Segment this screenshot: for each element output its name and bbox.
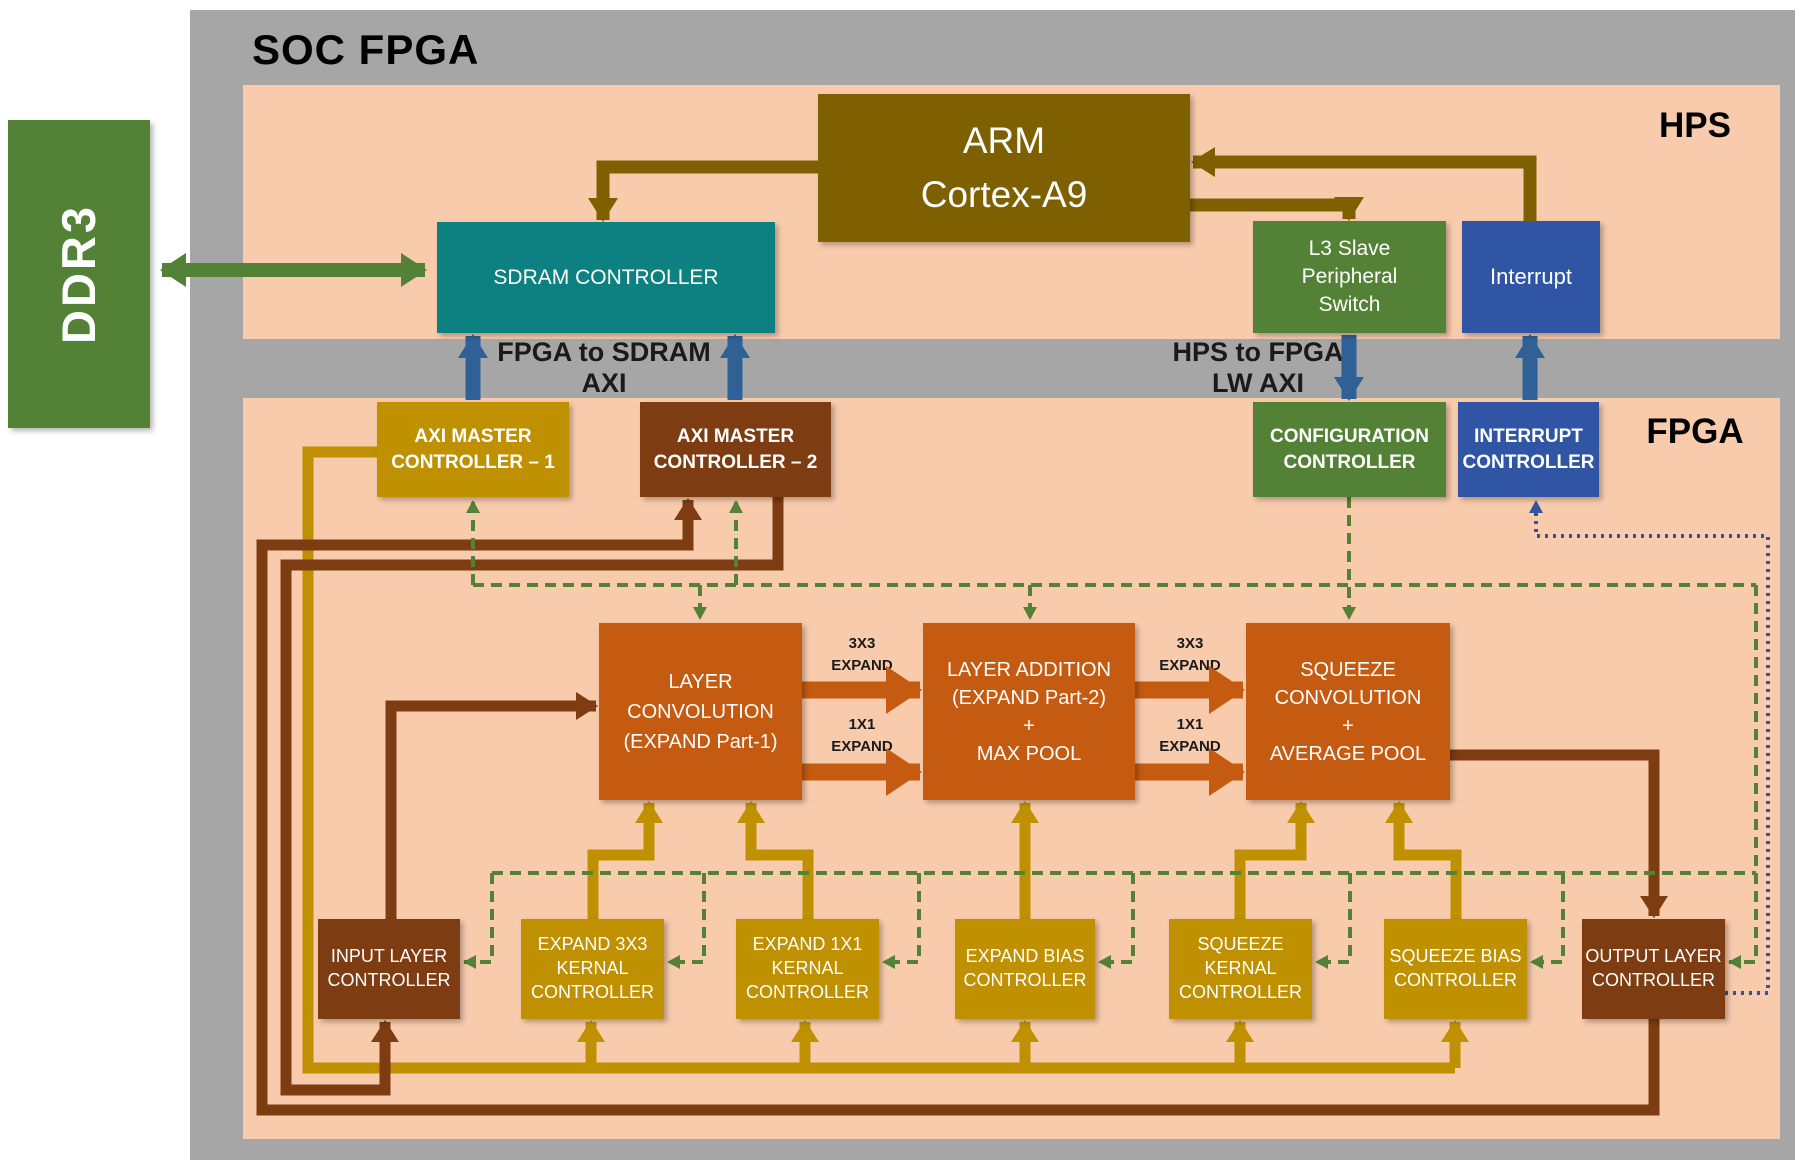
squeeze-bias-controller-box: SQUEEZE BIAS CONTROLLER xyxy=(1384,919,1527,1019)
layer-addition-maxpool-box: LAYER ADDITION (EXPAND Part-2) + MAX POO… xyxy=(923,623,1135,800)
fpga-to-sdram-axi-label: FPGA to SDRAM AXI xyxy=(497,337,711,398)
expand-3x3-label-1: 3X3 EXPAND xyxy=(831,635,893,674)
l3-slave-peripheral-switch-box: L3 Slave Peripheral Switch xyxy=(1253,221,1446,333)
squeeze-kernal-controller-box: SQUEEZE KERNAL CONTROLLER xyxy=(1169,919,1312,1019)
hps-interrupt-box: Interrupt xyxy=(1462,221,1600,333)
expand-3x3-kernal-controller-box: EXPAND 3X3 KERNAL CONTROLLER xyxy=(521,919,664,1019)
squeeze-convolution-avgpool-box: SQUEEZE CONVOLUTION + AVERAGE POOL xyxy=(1246,623,1450,800)
expand-bias-controller-box: EXPAND BIAS CONTROLLER xyxy=(955,919,1095,1019)
expand-3x3-label-2: 3X3 EXPAND xyxy=(1159,635,1221,674)
layer-convolution-box: LAYER CONVOLUTION (EXPAND Part-1) xyxy=(599,623,802,800)
axi-master-controller-2-box: AXI MASTER CONTROLLER – 2 xyxy=(640,402,831,497)
interrupt-controller-box: INTERRUPT CONTROLLER xyxy=(1458,402,1599,497)
sdram-controller-box: SDRAM CONTROLLER xyxy=(437,222,775,333)
hps-zone-label: HPS xyxy=(1659,106,1731,145)
expand-1x1-kernal-controller-box: EXPAND 1X1 KERNAL CONTROLLER xyxy=(736,919,879,1019)
expand-1x1-label-1: 1X1 EXPAND xyxy=(831,716,893,755)
hps-to-fpga-lw-axi-label: HPS to FPGA LW AXI xyxy=(1172,337,1344,398)
ddr3-box: DDR3 xyxy=(8,120,150,428)
ddr3-label: DDR3 xyxy=(51,204,105,344)
fpga-zone-label: FPGA xyxy=(1646,412,1744,451)
arm-cortex-a9-box: ARM Cortex-A9 xyxy=(818,94,1190,242)
configuration-controller-box: CONFIGURATION CONTROLLER xyxy=(1253,402,1446,497)
output-layer-controller-box: OUTPUT LAYER CONTROLLER xyxy=(1582,919,1725,1019)
expand-1x1-label-2: 1X1 EXPAND xyxy=(1159,716,1221,755)
input-layer-controller-box: INPUT LAYER CONTROLLER xyxy=(318,919,460,1019)
page-title: SOC FPGA xyxy=(252,26,480,73)
axi-master-controller-1-box: AXI MASTER CONTROLLER – 1 xyxy=(377,402,569,497)
